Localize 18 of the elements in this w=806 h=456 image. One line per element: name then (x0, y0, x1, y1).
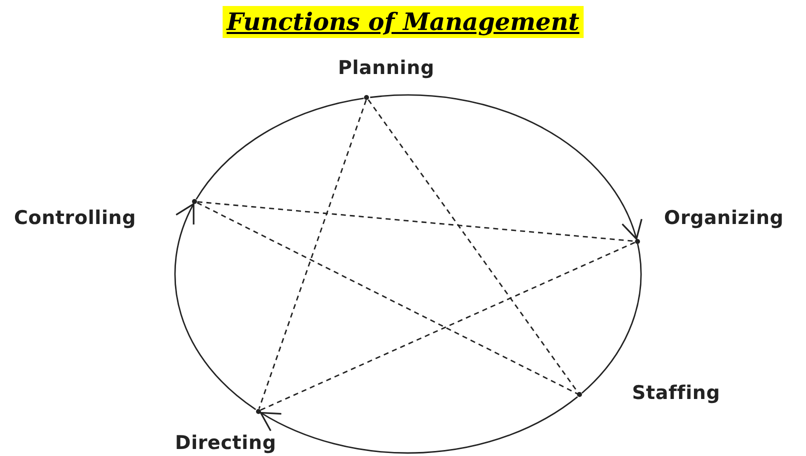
function-label: Organizing (664, 206, 784, 230)
vertex-point (634, 238, 640, 244)
function-label: Directing (175, 431, 276, 455)
vertex-point (192, 199, 198, 204)
title: Functions of Management (222, 6, 584, 38)
function-label: Controlling (14, 206, 136, 230)
arrow (260, 396, 578, 454)
dashed-line (196, 202, 578, 394)
dashed-line (258, 100, 367, 409)
function-label: Staffing (632, 381, 720, 405)
dashed-line (197, 201, 635, 242)
vertex-point (364, 95, 370, 100)
function-label: Planning (338, 56, 434, 80)
dashed-line (260, 242, 636, 411)
arrow (174, 203, 256, 410)
vertex-point (256, 408, 261, 414)
vertex-point (577, 392, 582, 398)
arrow (370, 94, 641, 240)
